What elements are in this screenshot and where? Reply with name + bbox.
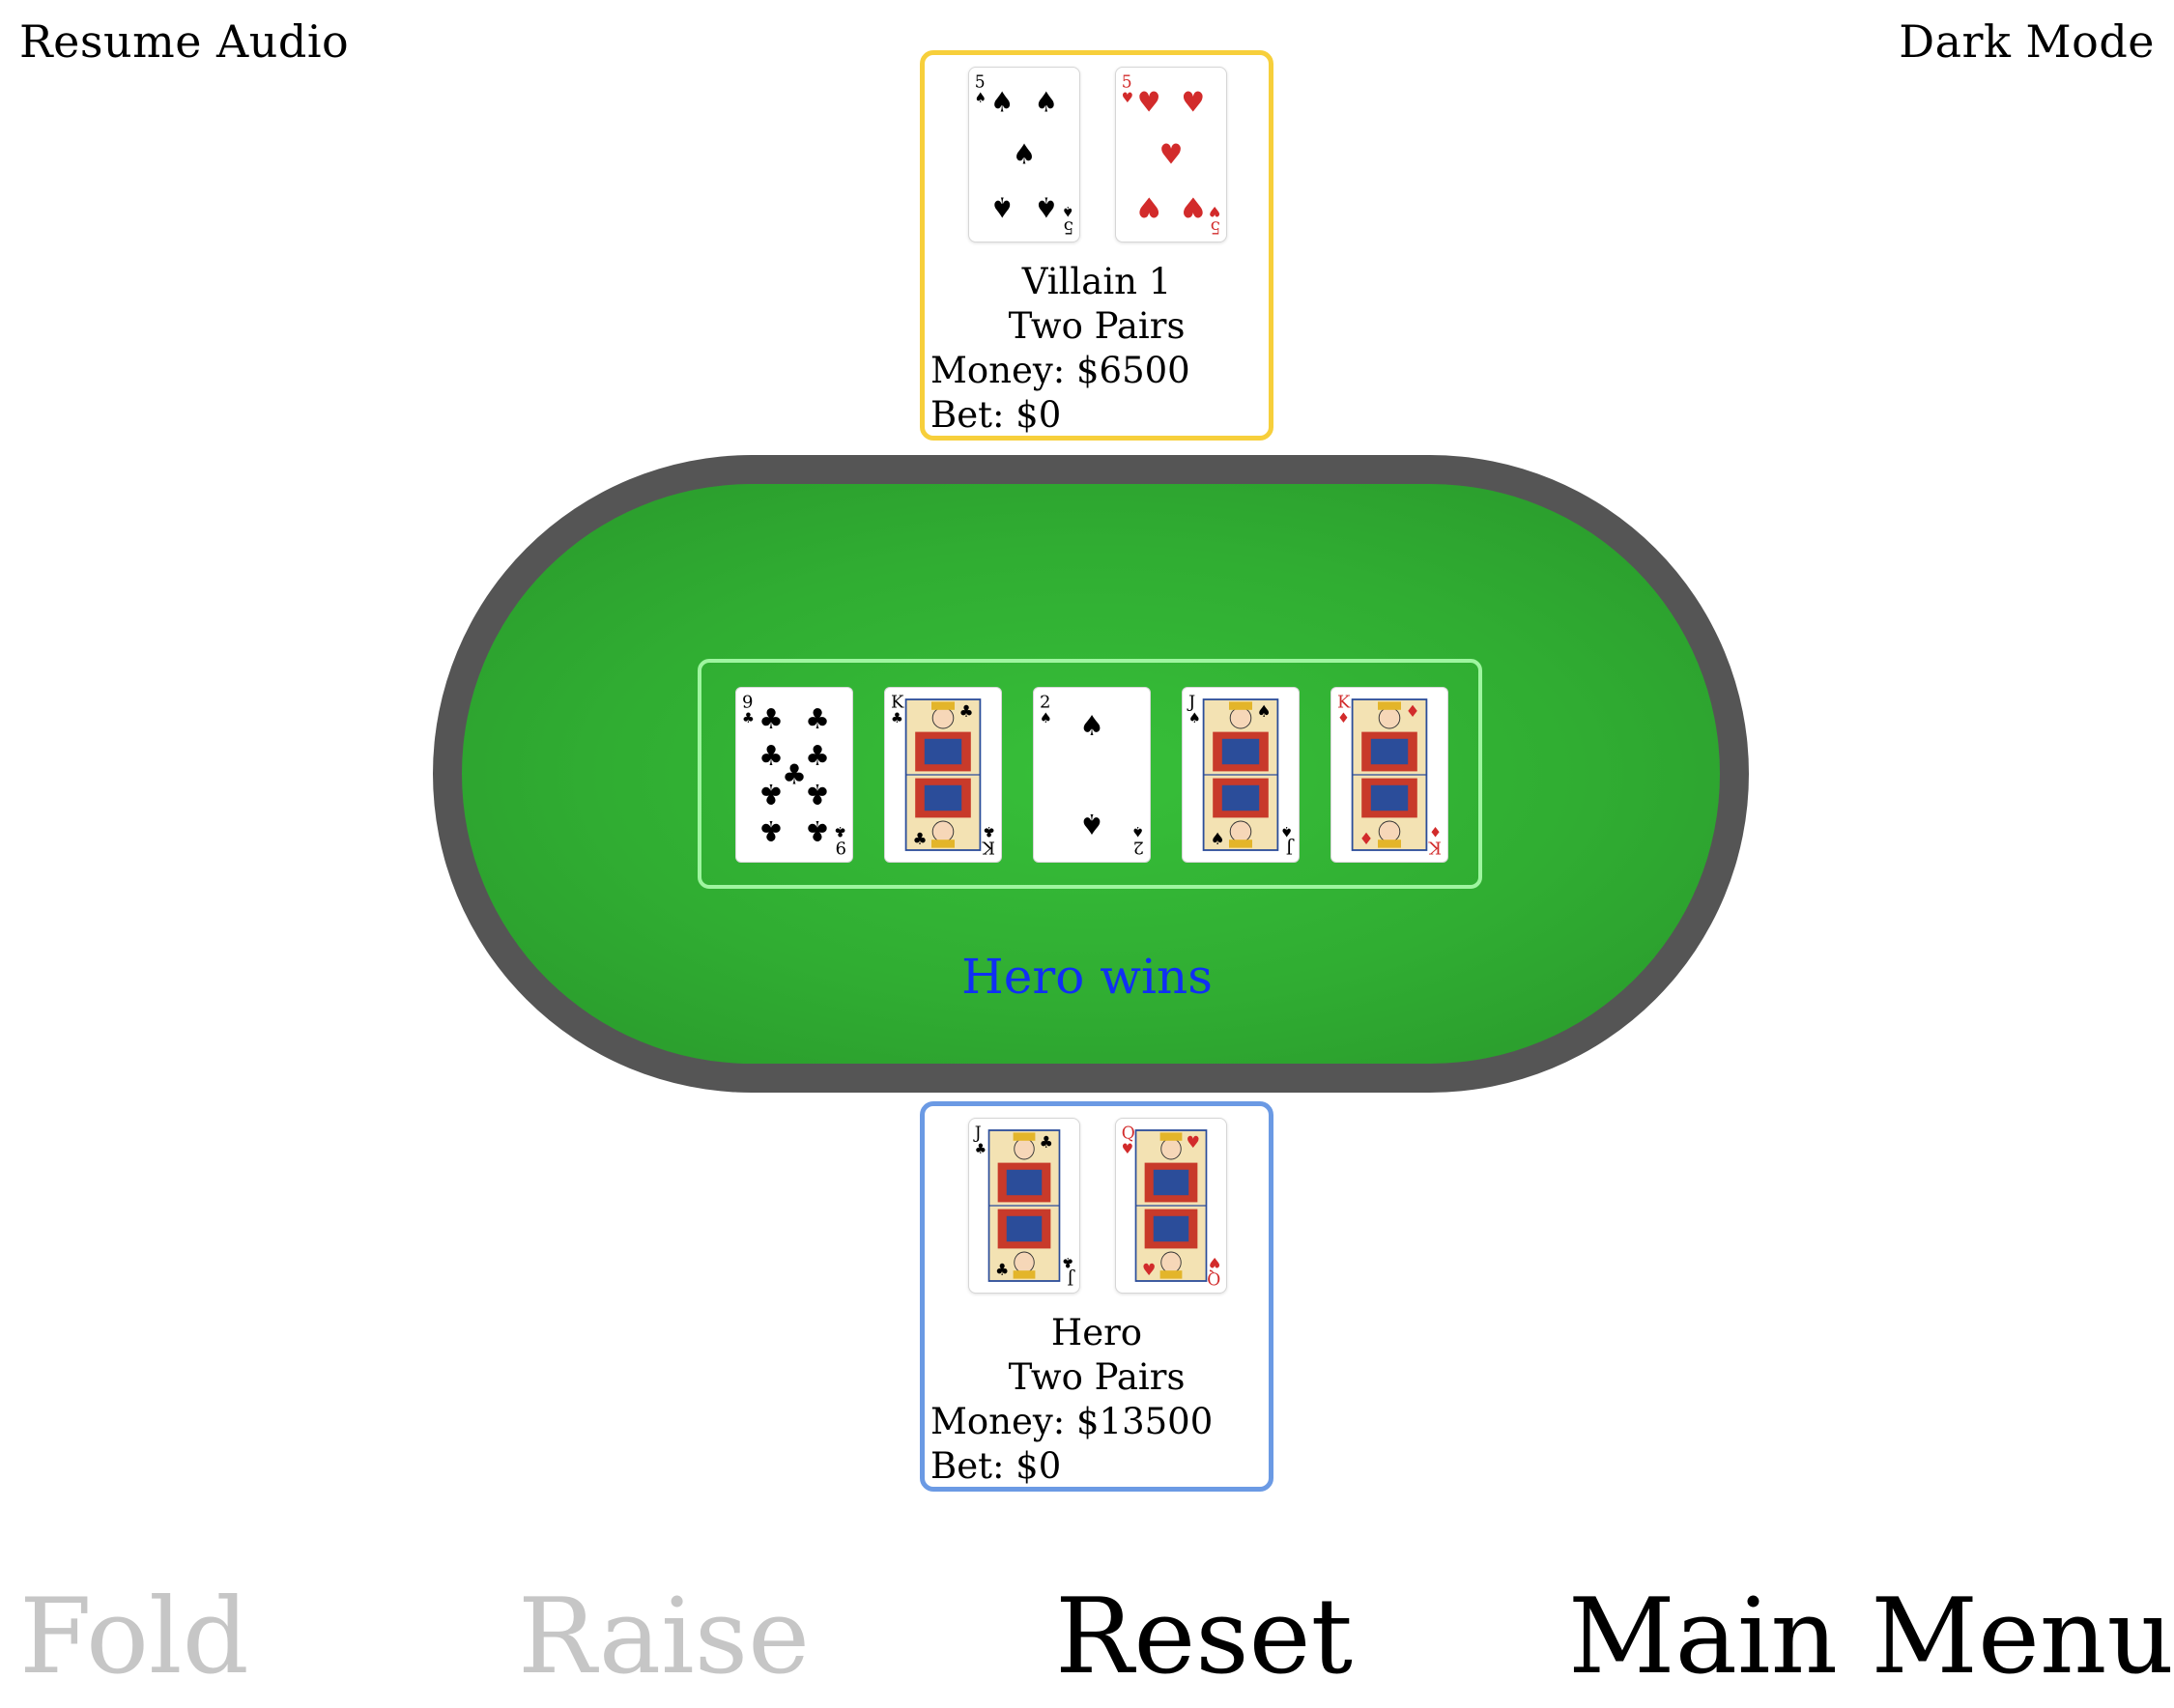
- svg-text:♣: ♣: [758, 702, 784, 735]
- svg-text:♠: ♠: [990, 190, 1015, 223]
- hero-money: Money: $13500: [930, 1401, 1214, 1442]
- svg-text:♣: ♣: [975, 1142, 987, 1157]
- villain-card-1: 5♠5♠♠♠♠♠♠: [968, 67, 1080, 242]
- svg-text:♥: ♥: [1182, 86, 1206, 119]
- svg-text:♣: ♣: [891, 711, 903, 726]
- raise-button[interactable]: Raise: [518, 1577, 811, 1697]
- svg-text:K: K: [891, 692, 904, 712]
- svg-text:♥: ♥: [1187, 1133, 1200, 1152]
- result-message: Hero wins: [961, 949, 1213, 1005]
- svg-text:♥: ♥: [1122, 1142, 1133, 1157]
- svg-text:♦: ♦: [1359, 829, 1373, 848]
- svg-text:♥: ♥: [1209, 203, 1220, 218]
- svg-text:♣: ♣: [758, 778, 784, 811]
- svg-text:♠: ♠: [1280, 823, 1293, 839]
- svg-text:♣: ♣: [758, 739, 784, 772]
- svg-text:♣: ♣: [834, 823, 846, 839]
- villain-name: Villain 1: [1021, 261, 1172, 302]
- svg-text:♠: ♠: [1210, 829, 1224, 848]
- svg-text:♣: ♣: [742, 711, 755, 726]
- svg-text:♣: ♣: [983, 823, 995, 839]
- community-cards-frame: [698, 659, 1482, 889]
- board-card-2: K♣K♣♣♣: [884, 687, 1002, 863]
- main-menu-button[interactable]: Main Menu: [1567, 1577, 2174, 1697]
- svg-text:♠: ♠: [1256, 701, 1271, 721]
- svg-text:♥: ♥: [1137, 190, 1161, 223]
- svg-text:♠: ♠: [1079, 808, 1104, 840]
- svg-text:J: J: [1067, 1267, 1075, 1288]
- svg-text:J: J: [973, 1124, 982, 1144]
- svg-text:♦: ♦: [1429, 823, 1442, 839]
- hero-name: Hero: [1050, 1312, 1143, 1353]
- villain-bet: Bet: $0: [930, 394, 1062, 436]
- board-card-3: 2♠2♠♠♠: [1033, 687, 1151, 863]
- svg-text:5: 5: [1122, 72, 1132, 93]
- svg-text:♦: ♦: [1405, 701, 1419, 721]
- svg-text:Q: Q: [1122, 1124, 1135, 1144]
- svg-text:♣: ♣: [995, 1261, 1009, 1279]
- resume-audio-button[interactable]: Resume Audio: [19, 15, 350, 68]
- svg-text:K: K: [1428, 838, 1442, 858]
- svg-text:♣: ♣: [805, 814, 830, 847]
- svg-text:♠: ♠: [1188, 711, 1201, 726]
- villain-hand-rank: Two Pairs: [1008, 305, 1186, 347]
- svg-text:♠: ♠: [990, 86, 1015, 119]
- svg-text:5: 5: [975, 72, 986, 93]
- svg-text:K: K: [1337, 692, 1351, 712]
- villain-card-2: 5♥5♥♥♥♥♥♥: [1115, 67, 1227, 242]
- svg-text:♠: ♠: [1035, 190, 1059, 223]
- svg-text:♦: ♦: [1337, 711, 1350, 726]
- svg-text:Q: Q: [1207, 1267, 1220, 1288]
- board-card-5: K♦K♦♦♦: [1330, 687, 1448, 863]
- hero-hand-rank: Two Pairs: [1008, 1356, 1186, 1398]
- svg-text:♣: ♣: [912, 829, 927, 848]
- svg-text:5: 5: [1210, 216, 1220, 237]
- svg-text:♠: ♠: [1035, 86, 1059, 119]
- svg-text:♠: ♠: [1040, 711, 1052, 726]
- svg-text:K: K: [982, 838, 995, 858]
- svg-text:9: 9: [742, 692, 753, 712]
- board-card-4: J♠J♠♠♠: [1182, 687, 1300, 863]
- reset-button[interactable]: Reset: [1055, 1577, 1353, 1697]
- svg-text:J: J: [1286, 838, 1295, 858]
- dark-mode-toggle[interactable]: Dark Mode: [1899, 15, 2155, 68]
- svg-text:♣: ♣: [1062, 1254, 1073, 1269]
- svg-text:♥: ♥: [1159, 138, 1184, 171]
- svg-text:♥: ♥: [1137, 86, 1161, 119]
- svg-text:♠: ♠: [1013, 138, 1037, 171]
- hero-card-2: Q♥Q♥♥♥: [1115, 1118, 1227, 1294]
- hero-bet: Bet: $0: [930, 1445, 1062, 1487]
- svg-text:♣: ♣: [805, 702, 830, 735]
- svg-text:♣: ♣: [758, 814, 784, 847]
- villain-panel: 5♠5♠♠♠♠♠♠ 5♥5♥♥♥♥♥♥ Villain 1 Two Pairs …: [920, 50, 1273, 441]
- svg-text:♠: ♠: [1131, 823, 1144, 839]
- svg-text:♠: ♠: [975, 91, 987, 106]
- svg-text:♣: ♣: [805, 739, 830, 772]
- villain-money: Money: $6500: [930, 350, 1190, 391]
- svg-text:♠: ♠: [1062, 203, 1073, 218]
- svg-text:♣: ♣: [958, 701, 973, 721]
- svg-text:♥: ♥: [1142, 1261, 1156, 1279]
- svg-text:♥: ♥: [1122, 91, 1133, 106]
- svg-text:J: J: [1187, 692, 1195, 712]
- svg-text:9: 9: [836, 838, 846, 858]
- svg-text:♣: ♣: [782, 758, 807, 791]
- svg-text:♥: ♥: [1182, 190, 1206, 223]
- fold-button[interactable]: Fold: [19, 1577, 249, 1697]
- svg-text:♣: ♣: [805, 778, 830, 811]
- svg-text:♥: ♥: [1209, 1254, 1220, 1269]
- svg-text:5: 5: [1063, 216, 1073, 237]
- board-card-1: 9♣9♣♣♣♣♣♣♣♣♣♣: [735, 687, 853, 863]
- hero-panel: J♣J♣♣♣ Q♥Q♥♥♥ Hero Two Pairs Money: $135…: [920, 1101, 1273, 1492]
- svg-text:♣: ♣: [1040, 1133, 1053, 1152]
- svg-text:2: 2: [1040, 692, 1050, 712]
- svg-text:2: 2: [1133, 838, 1144, 858]
- svg-text:♠: ♠: [1079, 709, 1104, 742]
- hero-card-1: J♣J♣♣♣: [968, 1118, 1080, 1294]
